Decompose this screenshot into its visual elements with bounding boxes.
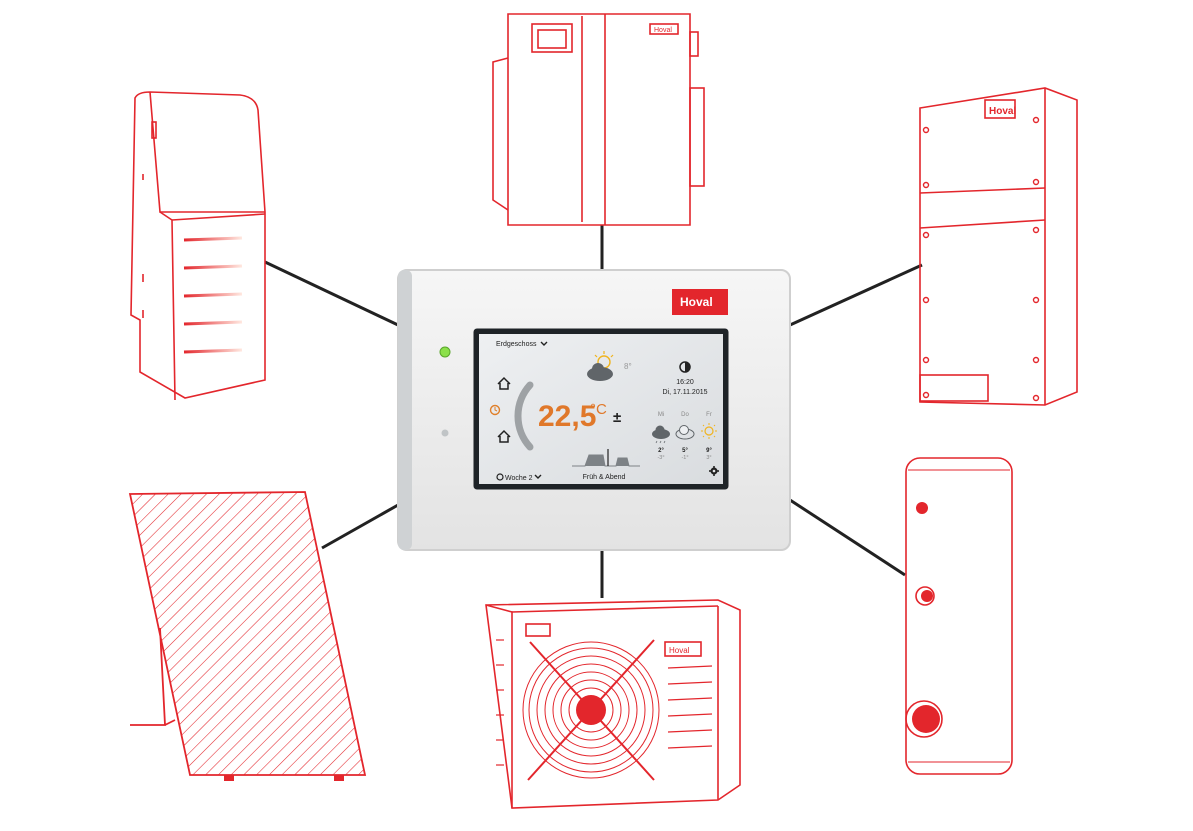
cloud-rain-icon [652, 425, 670, 444]
heat-pump-device: Hoval [485, 599, 741, 809]
temperature-unit: °C [590, 401, 607, 418]
clock-icon[interactable] [489, 404, 501, 416]
forecast-high: 5° [682, 448, 688, 454]
controller-brand-label: Hoval [680, 295, 713, 309]
forecast-high: 9° [706, 448, 712, 454]
ventilation-brand-label: Hoval [654, 27, 672, 34]
cloud-icon [675, 425, 695, 440]
light-sensor [441, 429, 449, 437]
forecast-day: Mi [658, 412, 664, 418]
connector-lines [264, 225, 923, 598]
wall-unit-device: Hoval [919, 87, 1078, 406]
program-label[interactable]: Früh & Abend [583, 474, 626, 481]
forecast-high: 2° [658, 448, 664, 454]
setpoint-temperature: 22,5 [538, 400, 596, 433]
boiler-device [130, 91, 266, 401]
adjust-temperature-button[interactable]: ± [613, 409, 621, 426]
home-eco-icon[interactable] [497, 429, 511, 443]
home-comfort-icon[interactable] [497, 376, 511, 390]
heat-pump-brand-label: Hoval [669, 646, 690, 655]
hot-water-tank-device [905, 457, 1013, 775]
room-controller: Hoval Erdgeschoss 8° 22,5 °C ± [397, 269, 791, 551]
schedule-clock-icon[interactable] [496, 473, 504, 481]
clock-time: 16:20 [676, 379, 694, 386]
forecast-day: Do [681, 412, 689, 418]
gear-icon[interactable] [709, 466, 719, 476]
outdoor-temperature: 8° [624, 362, 632, 371]
zone-selector[interactable]: Erdgeschoss [496, 341, 537, 348]
schedule-selector[interactable]: Woche 2 [505, 475, 533, 482]
ventilation-unit-device: Hoval [492, 13, 705, 226]
date: Di, 17.11.2015 [662, 389, 707, 396]
wall-unit-brand-label: Hoval [989, 106, 1016, 117]
forecast-day: Fr [706, 412, 712, 418]
schedule-graph [572, 454, 640, 467]
sun-icon [701, 423, 717, 439]
chevron-down-icon [540, 341, 548, 346]
forecast-low: -3° [657, 455, 664, 461]
solar-collector-device [128, 491, 367, 781]
status-led [439, 346, 451, 358]
forecast-low: -1° [681, 455, 688, 461]
temperature-arc[interactable] [514, 381, 534, 451]
sun-cloud-icon [587, 351, 614, 381]
forecast-low: 3° [706, 455, 711, 461]
chevron-down-icon [534, 474, 542, 479]
hoval-logo [672, 289, 728, 315]
day-night-icon [679, 361, 691, 373]
